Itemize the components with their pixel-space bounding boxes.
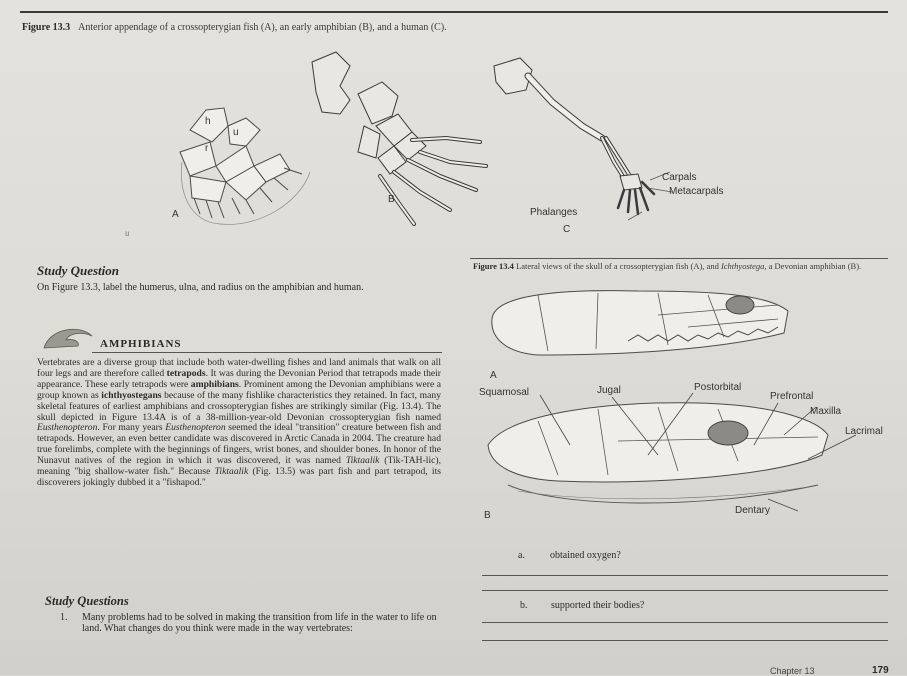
question-1-text: Many problems had to be solved in making…: [82, 612, 437, 634]
bold-term: tetrapods: [166, 367, 206, 379]
paragraph-run: (Tik-TAH-lic), meaning "big shallow-wate…: [37, 455, 441, 478]
fish-skull: [491, 290, 789, 356]
carpals-label: Carpals: [662, 172, 697, 183]
footer-chapter: Chapter 13: [770, 666, 815, 676]
pencil-mark: u: [125, 228, 130, 238]
question-b-letter: b.: [520, 600, 528, 611]
figure-13-3-label-c: C: [563, 224, 571, 235]
amphibians-heading: Amphibians: [100, 338, 182, 350]
paragraph-run: . For many years: [97, 422, 166, 434]
skull-pointer-lines: [539, 392, 857, 512]
figure-13-4-caption: Figure 13.4 Lateral views of the skull o…: [473, 262, 883, 271]
question-1-number: 1.: [60, 612, 68, 623]
question-b-text: supported their bodies?: [551, 600, 645, 611]
figure-13-4-rule: [470, 258, 888, 259]
study-questions-title: Study Questions: [45, 594, 129, 608]
figure-13-3-caption: Figure 13.3 Anterior appendage of a cross…: [22, 22, 447, 33]
figure-13-3-number: Figure 13.3: [22, 22, 71, 33]
answer-line-a1[interactable]: [482, 575, 888, 576]
metacarpals-label: Metacarpals: [669, 186, 724, 197]
figure-13-3-label-b: B: [388, 194, 395, 205]
italic-genus: Eusthenopteron: [165, 422, 226, 434]
amphibian-skull: [487, 402, 829, 504]
jugal-label: Jugal: [597, 385, 621, 396]
amphibians-rule: [92, 352, 442, 353]
figure-13-4-label-b: B: [484, 510, 491, 521]
paragraph-run: seemed the ideal "transition" creature b…: [37, 422, 441, 467]
top-rule: [20, 11, 888, 13]
fish-fin-skeleton: [179, 107, 311, 225]
bold-term: ichthyostegans: [101, 389, 162, 401]
skulls-drawing: [487, 290, 857, 512]
limb-skeletons-drawing: [179, 51, 673, 226]
study-question-text: On Figure 13.3, label the humerus, ulna,…: [37, 282, 364, 293]
footer-page-number: 179: [872, 665, 889, 676]
italic-genus: Eusthenopteron: [37, 422, 98, 434]
answer-line-b1[interactable]: [482, 622, 888, 623]
bone-letter-r: r: [205, 143, 209, 154]
paragraph-run: . It was during the Devonian Period that…: [37, 367, 441, 390]
amphibians-header: [40, 322, 442, 352]
figure-13-4-illustration: [478, 285, 898, 520]
nautilus-ornament-icon: [43, 328, 93, 349]
study-question-title: Study Question: [37, 263, 119, 278]
question-a-text: obtained oxygen?: [550, 550, 621, 561]
figure-13-4-caption-genus: Ichthyostega: [720, 261, 765, 271]
squamosal-label: Squamosal: [479, 387, 530, 398]
phalanges-label: Phalanges: [530, 207, 578, 218]
bone-letter-u: u: [233, 127, 239, 138]
question-a-letter: a.: [518, 550, 525, 561]
amphibians-paragraph: Vertebrates are a diverse group that inc…: [37, 357, 441, 489]
answer-line-a2[interactable]: [482, 590, 888, 591]
figure-13-3-label-a: A: [172, 209, 179, 220]
bold-term: amphibians: [190, 378, 239, 390]
answer-line-b2[interactable]: [482, 640, 888, 641]
figure-13-3-illustration: [150, 42, 710, 242]
postorbital-label: Postorbital: [694, 382, 742, 393]
italic-genus: Tiktaalik: [214, 466, 249, 478]
amphibian-limb-skeleton: [311, 51, 488, 226]
bone-letter-h: h: [205, 116, 211, 127]
human-arm-skeleton: [493, 57, 673, 221]
figure-13-4-label-a: A: [490, 370, 497, 381]
paragraph-run: (Fig. 13.5) was part fish and part tetra…: [37, 466, 441, 488]
figure-13-4-caption-lead: Lateral views of the skull of a crossopt…: [516, 261, 721, 271]
paragraph-run: Vertebrates are a diverse group that inc…: [37, 357, 441, 379]
paragraph-run: . Prominent among the Devonian amphibian…: [37, 378, 441, 401]
figure-13-4-caption-tail: , a Devonian amphibian (B).: [764, 261, 862, 271]
prefrontal-label: Prefrontal: [770, 391, 814, 402]
figure-13-4-number: Figure 13.4: [473, 261, 514, 271]
paragraph-run: because of the many fishlike characteris…: [37, 389, 441, 423]
lacrimal-label: Lacrimal: [845, 426, 883, 437]
dentary-label: Dentary: [735, 505, 771, 516]
figure-13-3-caption-text: Anterior appendage of a crossopterygian …: [78, 22, 447, 33]
italic-genus: Tiktaalik: [345, 455, 380, 467]
maxilla-label: Maxilla: [810, 406, 842, 417]
